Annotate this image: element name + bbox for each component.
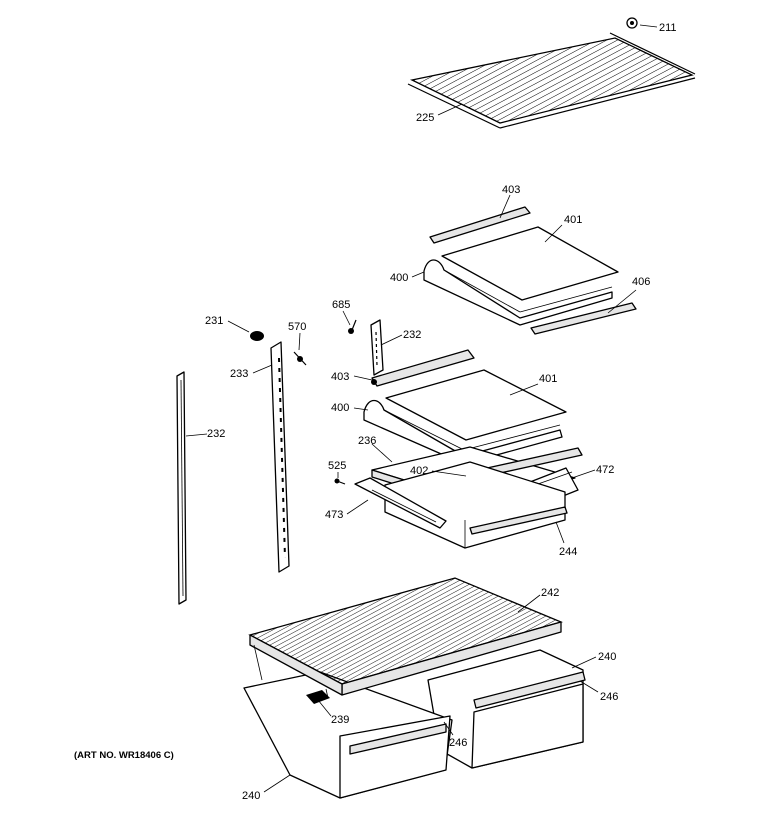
- part-244-meat-pan: [384, 461, 568, 549]
- callout-232-short: 232: [403, 329, 421, 341]
- part-400-middle-shelf-frame: [363, 399, 563, 465]
- callout-402: 402: [410, 465, 428, 477]
- part-233-shelf-ladder-rail: [270, 341, 290, 573]
- callout-401-middle: 401: [539, 373, 557, 385]
- callout-525: 525: [328, 460, 346, 472]
- part-473-slide-rail: [354, 477, 447, 529]
- part-406-shelf-trim-strip: [530, 302, 637, 335]
- callout-242: 242: [541, 587, 559, 599]
- callout-403-middle: 403: [331, 371, 349, 383]
- callout-400-middle: 400: [331, 402, 349, 414]
- part-242-glass-cover: [248, 577, 563, 699]
- callout-225: 225: [416, 112, 434, 124]
- part-570-screw: [293, 351, 307, 366]
- callout-403-upper: 403: [502, 184, 520, 196]
- part-211-clip: [626, 17, 638, 29]
- callout-244: 244: [559, 546, 577, 558]
- callout-232-long: 232: [207, 428, 225, 440]
- callout-400-upper: 400: [390, 272, 408, 284]
- part-525-screw: [334, 478, 346, 485]
- leader-lines: [185, 24, 658, 793]
- part-401-upper-glass-shelf: [441, 226, 619, 301]
- part-232-long-rail: [176, 371, 187, 605]
- callout-570: 570: [288, 321, 306, 333]
- callout-233: 233: [230, 368, 248, 380]
- callout-685: 685: [332, 299, 350, 311]
- part-685-screw: [348, 319, 357, 334]
- callout-211: 211: [659, 22, 677, 34]
- part-403-middle-shelf-trim: [371, 349, 475, 387]
- callout-246-right: 246: [600, 691, 618, 703]
- part-400-upper-shelf-frame: [423, 259, 613, 326]
- callout-240-left: 240: [242, 790, 260, 802]
- part-239-hinge: [306, 690, 330, 704]
- part-403-upper-shelf-trim: [429, 206, 531, 244]
- part-240-right-crisper-pan: [427, 649, 586, 769]
- part-225-wire-shelf: [407, 32, 696, 129]
- callout-236: 236: [358, 435, 376, 447]
- part-231-cap: [250, 331, 264, 341]
- callout-246-left: 246: [449, 737, 467, 749]
- callout-231: 231: [205, 315, 223, 327]
- callout-401-upper: 401: [564, 214, 582, 226]
- part-240-left-crisper-pan: [243, 671, 453, 799]
- part-401-middle-glass-shelf: [385, 369, 567, 441]
- callout-406: 406: [632, 276, 650, 288]
- callout-473: 473: [325, 509, 343, 521]
- callout-240-right: 240: [598, 651, 616, 663]
- part-232-short-rail: [370, 319, 384, 376]
- callout-239: 239: [331, 714, 349, 726]
- callout-472: 472: [596, 464, 614, 476]
- art-number: (ART NO. WR18406 C): [74, 750, 174, 761]
